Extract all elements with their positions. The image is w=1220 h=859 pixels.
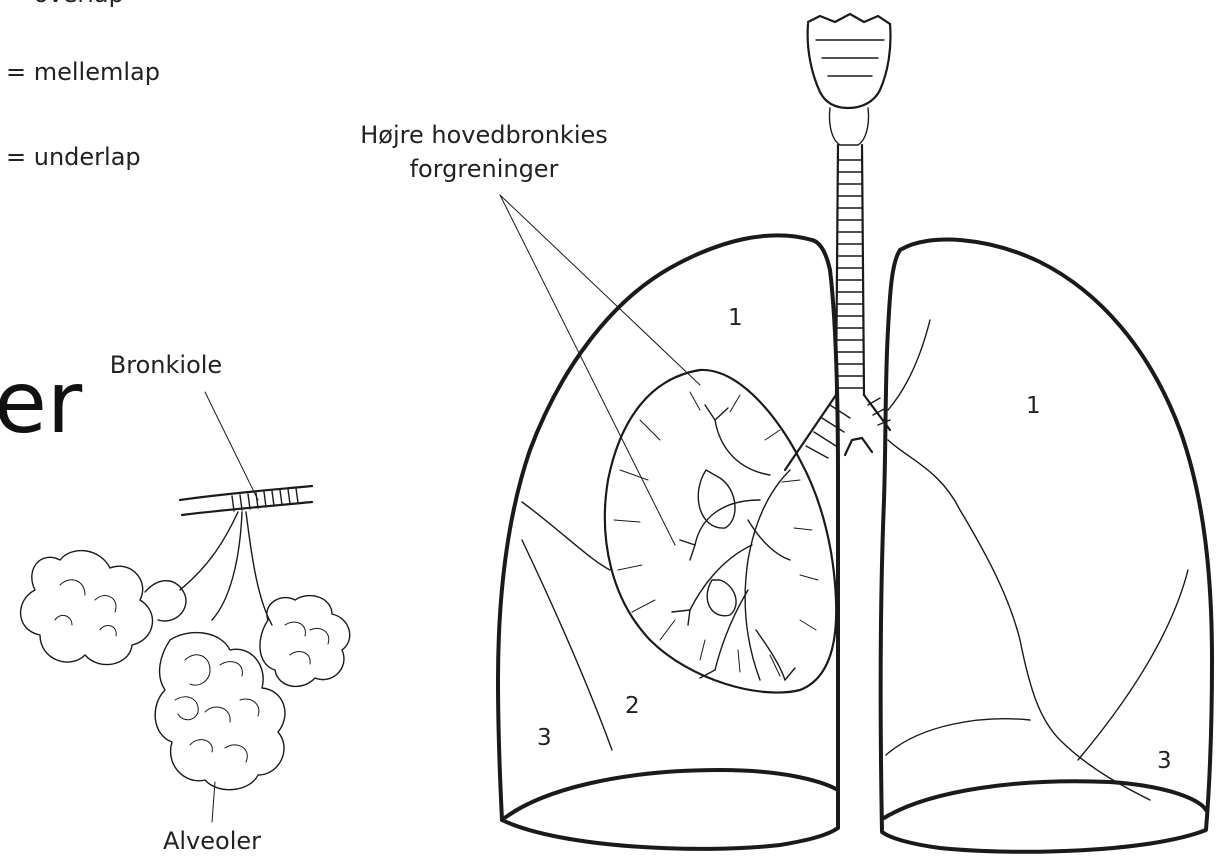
alveolar-sac-center <box>155 633 285 790</box>
right-lung-outline <box>498 235 838 849</box>
bronchiole-label: Bronkiole <box>110 351 222 379</box>
left-lower-lobe-edge <box>886 719 1030 755</box>
alveoli-center-detail <box>175 655 259 762</box>
cricoid-cartilage <box>829 108 868 145</box>
right-main-bronchus-rings <box>806 405 850 458</box>
bronchiole-leader-line <box>205 392 258 500</box>
alveoli-leader-line <box>212 782 215 822</box>
alveoli-label: Alveoler <box>163 827 261 855</box>
right-lung-base-edge <box>502 770 838 820</box>
alveolar-ducts <box>180 512 272 625</box>
bronchi-leader-line-upper <box>500 195 700 385</box>
lobe-number-left-upper: 1 <box>1026 393 1041 419</box>
right-main-bronchus-outer <box>785 395 836 470</box>
partial-heading: er <box>0 353 83 453</box>
legend-item-middle-lobe: = mellemlap <box>6 58 160 86</box>
legend-item-lower-lobe: = underlap <box>6 143 141 171</box>
alveoli-left-detail <box>55 580 116 636</box>
bronchus-twigs <box>672 405 795 680</box>
lobe-number-right-upper: 1 <box>728 305 743 331</box>
lobe-number-left-lower: 3 <box>1157 748 1172 774</box>
left-lung-base-edge <box>884 781 1206 818</box>
alveolar-sac-right <box>260 596 350 687</box>
left-cardiac-notch-edge <box>888 440 1150 800</box>
lobe-number-right-middle: 2 <box>625 693 640 719</box>
tracheal-rings <box>836 160 864 388</box>
left-oblique-fissure <box>1078 570 1188 760</box>
bronchi-leader-line-lower <box>500 195 675 545</box>
alveolar-sac-left <box>21 551 153 665</box>
carina <box>845 438 872 455</box>
right-lung <box>498 235 838 849</box>
bronchus-trunk-main <box>745 470 790 680</box>
bronchi-label-group: Højre hovedbronkies forgreninger <box>360 121 700 545</box>
legend-item-upper-lobe: = overlap <box>6 0 124 8</box>
bronchiole-wall-bottom <box>182 502 312 515</box>
right-horizontal-fissure <box>522 502 610 570</box>
right-hilum-outline <box>605 370 836 693</box>
bronchi-label-line2: forgreninger <box>410 155 559 183</box>
larynx-ridges <box>816 40 884 76</box>
alveoli-right-detail <box>285 622 329 664</box>
bronchi-label-line1: Højre hovedbronkies <box>360 121 608 149</box>
lobe-legend: = overlap = mellemlap = underlap <box>6 0 160 171</box>
lobe-number-right-lower: 3 <box>537 725 552 751</box>
left-lung-hilum-notch <box>888 320 930 410</box>
bronchiole-wall-top <box>180 486 312 500</box>
trachea-wall-right <box>862 145 864 395</box>
right-oblique-fissure <box>522 540 612 750</box>
larynx-top-edge <box>808 14 890 24</box>
larynx-outline <box>808 24 891 108</box>
bronchopulmonary-segments <box>698 470 736 616</box>
